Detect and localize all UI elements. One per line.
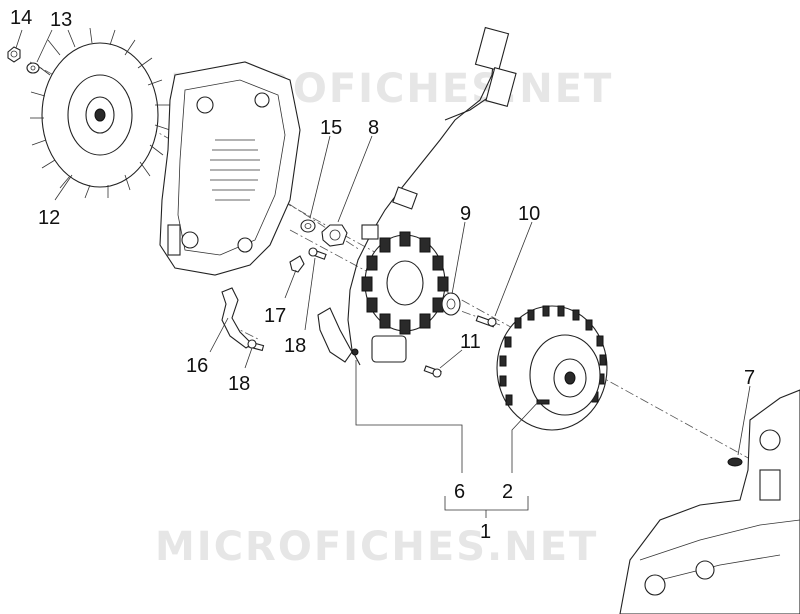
callout-9: 9 (460, 203, 471, 225)
callout-8: 8 (368, 117, 379, 139)
stator (361, 231, 449, 335)
screw-18-lower (247, 339, 265, 352)
fan-nut (7, 46, 21, 63)
watermark-bottom: MICROFICHES.NET (155, 524, 598, 570)
leader-lines (15, 29, 751, 518)
callout-13: 13 (50, 9, 72, 31)
callout-1: 1 (480, 521, 491, 543)
plate-16 (221, 287, 253, 349)
callout-18a: 18 (284, 335, 306, 357)
screw-11 (423, 365, 442, 378)
clip-17 (289, 255, 305, 273)
cooling-fan (30, 27, 171, 199)
callout-7: 7 (744, 367, 755, 389)
callout-11: 11 (460, 331, 481, 353)
callout-10: 10 (518, 203, 540, 225)
fan-washer (26, 62, 40, 74)
callout-12: 12 (38, 207, 60, 229)
callout-6: 6 (454, 481, 465, 503)
washer-9 (441, 292, 461, 316)
screw-18-upper (308, 247, 327, 260)
callout-18b: 18 (228, 373, 250, 395)
spacer-8 (321, 224, 348, 247)
wiring-harness (317, 26, 517, 366)
callout-15: 15 (320, 117, 342, 139)
woodruff-key (727, 457, 743, 467)
screw-10 (475, 315, 497, 328)
callout-labels: 14 13 12 15 8 9 10 11 7 17 18 16 18 6 2 … (10, 7, 755, 543)
engine-block (619, 389, 800, 614)
callout-17: 17 (264, 305, 286, 327)
callout-14: 14 (10, 7, 32, 29)
callout-16: 16 (186, 355, 208, 377)
flywheel-rotor (496, 305, 608, 431)
washer-15 (300, 219, 316, 233)
crankcase-half (159, 61, 301, 276)
callout-2: 2 (502, 481, 513, 503)
